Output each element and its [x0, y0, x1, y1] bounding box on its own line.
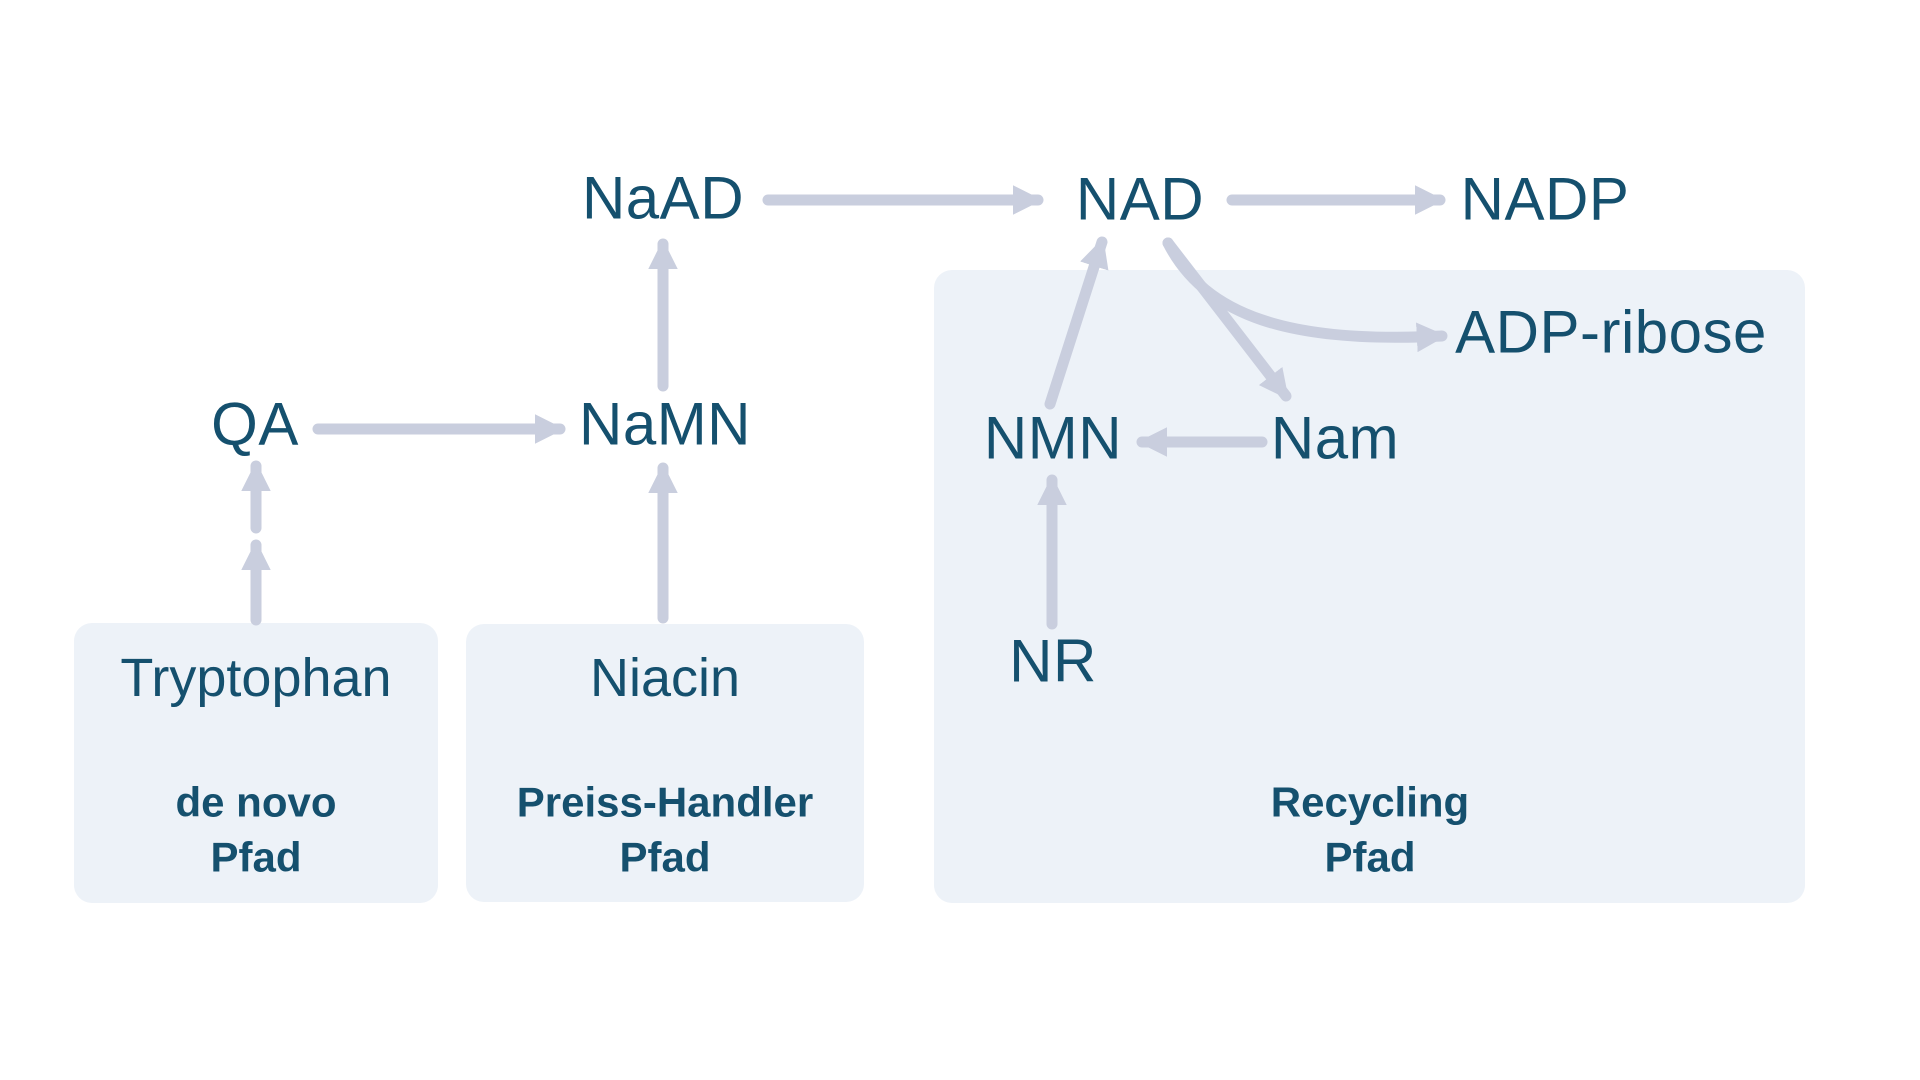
node-nam: Nam: [1270, 404, 1400, 472]
label-recycling-pfad: Recycling Pfad: [1270, 778, 1470, 881]
arrow-nmn-to-nad: [1044, 236, 1109, 410]
node-nmn: NMN: [983, 404, 1123, 472]
preiss-handler-pathway-box: [466, 624, 864, 902]
arrow-nad-to-adp-ribose: [1162, 237, 1448, 353]
node-naad: NaAD: [581, 164, 745, 232]
node-namn: NaMN: [578, 390, 752, 458]
substrate-niacin: Niacin: [589, 648, 741, 708]
node-nr: NR: [1009, 627, 1097, 695]
node-qa: QA: [211, 390, 299, 458]
recycling-pathway-box: [934, 270, 1805, 903]
node-nadp: NADP: [1460, 165, 1630, 233]
label-preiss-handler-pfad: Preiss-Handler Pfad: [516, 778, 814, 881]
node-nad: NAD: [1075, 165, 1205, 233]
substrate-tryptophan: Tryptophan: [120, 648, 392, 708]
node-adp-ribose: ADP-ribose: [1455, 298, 1767, 366]
label-de-novo-pfad: de novo Pfad: [175, 778, 337, 881]
de-novo-pathway-box: [74, 623, 438, 903]
